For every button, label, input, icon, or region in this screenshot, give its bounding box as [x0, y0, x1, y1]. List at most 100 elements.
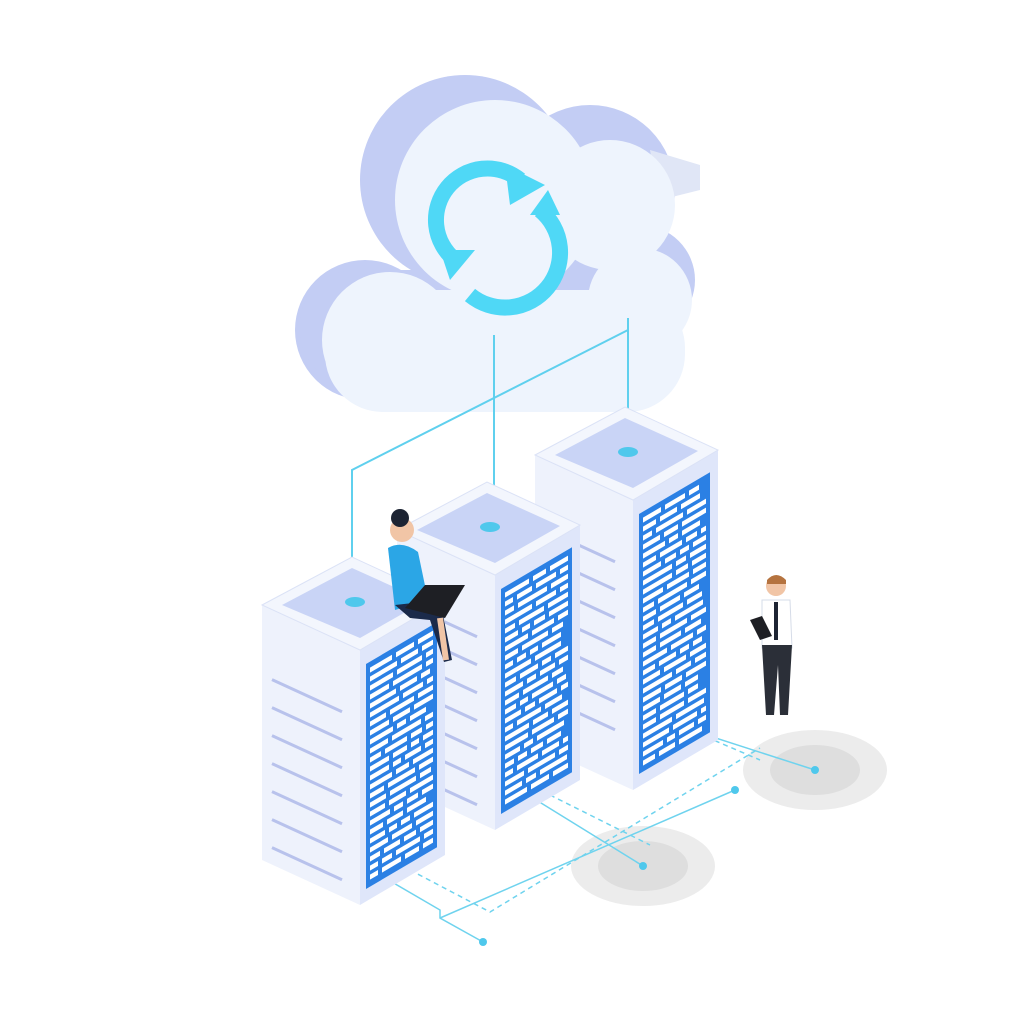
drive-slot [563, 735, 568, 744]
drive-slot [682, 520, 700, 536]
laptop-icon [405, 585, 465, 618]
vent-slot [271, 790, 343, 826]
connector-dashed [409, 747, 761, 913]
drive-slot [660, 617, 687, 639]
drive-slot [675, 599, 703, 621]
drive-slot [665, 552, 676, 564]
drive-slot [370, 808, 390, 826]
drive-slot [370, 829, 385, 844]
drive-slot [664, 684, 681, 700]
drive-slot [421, 668, 430, 679]
drive-slot [689, 484, 699, 496]
drive-slot [643, 636, 656, 649]
drive-slot [692, 552, 706, 566]
connector-node [639, 862, 647, 870]
drive-slot [643, 609, 656, 622]
drive-slot [667, 732, 675, 743]
drive-slot [660, 539, 682, 558]
drive-slot [403, 681, 423, 699]
drive-slot [396, 836, 420, 856]
drive-slot [370, 755, 389, 772]
drive-slot [505, 722, 513, 733]
drive-slot [701, 705, 706, 714]
drive-slot [643, 739, 663, 757]
drive-slot [370, 822, 383, 835]
drive-slot [551, 573, 568, 589]
drive-slot [643, 586, 663, 604]
drive-slot [685, 618, 701, 633]
drive-slot [416, 810, 433, 826]
drive-slot [397, 718, 406, 729]
drive-slot [423, 729, 433, 741]
drive-slot [426, 657, 433, 667]
drive-slot [540, 754, 567, 776]
drive-slot [691, 606, 706, 621]
drive-slot [553, 762, 568, 777]
tablet-icon [750, 616, 772, 640]
drive-slot [397, 655, 422, 675]
drive-slot [643, 647, 667, 667]
drive-slot [390, 695, 414, 715]
drive-slot [382, 852, 392, 864]
drive-slot [505, 758, 514, 769]
drive-slot [660, 506, 677, 522]
drive-slot [660, 594, 680, 612]
drive-slot [426, 648, 433, 658]
drive-slot [676, 697, 704, 720]
drive-slot [690, 642, 706, 658]
drive-slot [667, 571, 689, 590]
drive-slot [697, 624, 706, 635]
drive-slot [370, 738, 388, 754]
drive-slot [673, 710, 697, 731]
drive-slot [552, 621, 563, 634]
server-port [480, 522, 500, 532]
drive-slot [643, 555, 656, 568]
drive-slot [524, 738, 533, 749]
drive-slot [517, 753, 538, 771]
drive-slot [523, 675, 548, 696]
drive-slot [396, 761, 409, 775]
server-rack-panel [639, 472, 710, 774]
drive-slot [384, 839, 400, 854]
drive-slot [688, 683, 698, 695]
connector-dashed [549, 794, 651, 846]
drive-slot [427, 675, 433, 685]
drive-slot [404, 829, 416, 842]
drive-slot [532, 681, 553, 699]
drive-slot [387, 810, 403, 825]
drive-slot [643, 687, 661, 703]
drive-slot [411, 727, 422, 739]
drive-slot [643, 753, 655, 766]
woman-leg [437, 617, 449, 661]
vent-slot [271, 818, 343, 854]
drive-slot [420, 766, 431, 779]
drive-slot [370, 683, 389, 700]
drive-slot [537, 719, 564, 741]
woman-hair [391, 509, 409, 527]
drive-slot [664, 654, 686, 673]
drive-slot [370, 672, 393, 691]
drive-slot [405, 745, 421, 761]
drive-slot [688, 687, 706, 704]
drive-slot [658, 581, 687, 604]
drive-slot [658, 602, 683, 622]
drive-slot [393, 664, 422, 687]
drive-slot [693, 561, 706, 575]
drive-slot [679, 721, 694, 736]
drive-slot [414, 801, 433, 818]
drive-slot [505, 786, 527, 805]
drive-slot [643, 625, 658, 640]
drive-slot [527, 673, 536, 684]
drive-slot [385, 735, 407, 754]
drive-slot [560, 564, 568, 575]
drive-slot [393, 744, 407, 759]
drive-slot [505, 770, 524, 787]
drive-slot [558, 708, 568, 720]
drive-slot [505, 767, 513, 778]
server-rack-panel [501, 547, 572, 814]
drive-slot [505, 692, 519, 706]
drive-slot [370, 719, 389, 736]
drive-slot [656, 512, 683, 534]
drive-slot [662, 618, 671, 629]
